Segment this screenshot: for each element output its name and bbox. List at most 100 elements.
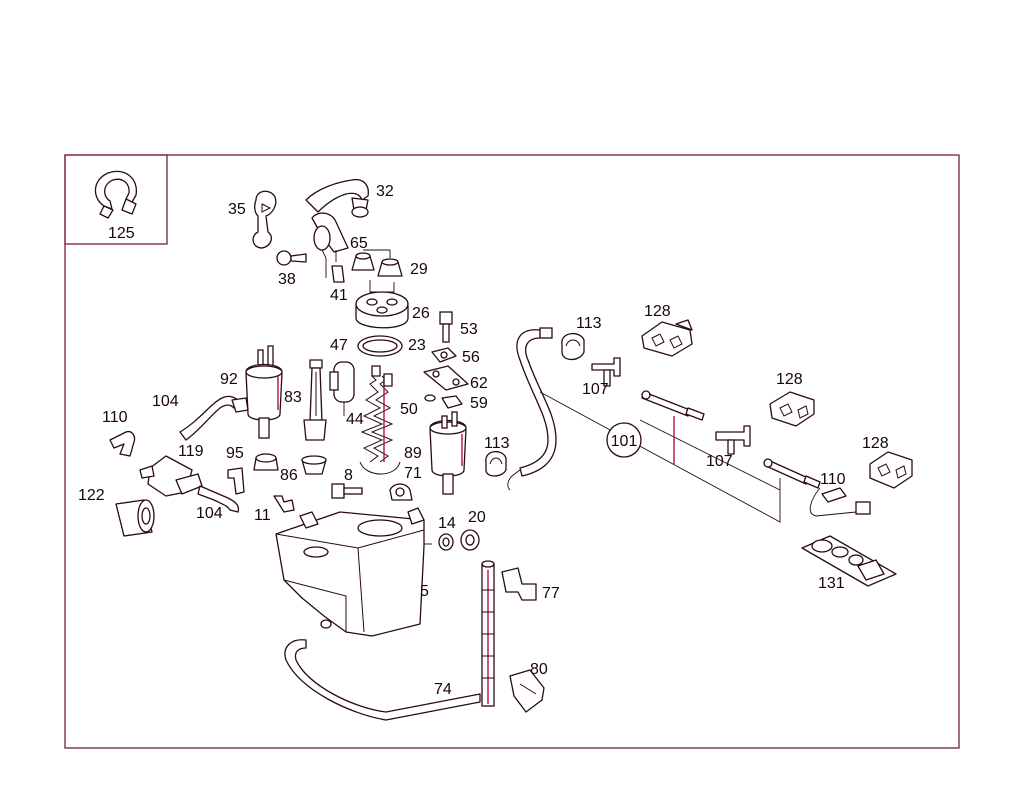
part-92-pump[interactable] bbox=[245, 345, 283, 439]
part-41-clip[interactable] bbox=[331, 265, 345, 283]
label-128-b: 128 bbox=[776, 371, 803, 388]
leader-101-b bbox=[639, 419, 781, 491]
callout-101[interactable]: 101 bbox=[606, 422, 642, 458]
part-65-grommet[interactable] bbox=[351, 249, 403, 277]
part-83-sensor[interactable] bbox=[303, 359, 327, 441]
inset-box bbox=[64, 154, 168, 245]
label-110-right: 110 bbox=[820, 471, 846, 488]
part-95-fitting[interactable] bbox=[227, 467, 245, 495]
label-92: 92 bbox=[220, 371, 238, 388]
label-29: 29 bbox=[410, 261, 428, 278]
part-125-clip[interactable] bbox=[94, 170, 137, 219]
part-nozzle-rod-upper[interactable] bbox=[641, 390, 705, 421]
label-104-lower: 104 bbox=[196, 505, 223, 522]
part-128-nozzle-a[interactable] bbox=[641, 319, 693, 357]
label-59: 59 bbox=[470, 395, 488, 412]
label-50: 50 bbox=[400, 401, 418, 418]
part-80-clip[interactable] bbox=[509, 669, 545, 713]
part-86-grommet[interactable] bbox=[253, 453, 279, 471]
part-71-clamp[interactable] bbox=[389, 483, 413, 501]
part-104-hose-lower[interactable] bbox=[197, 485, 240, 513]
leader-101-a bbox=[539, 391, 781, 523]
label-26: 26 bbox=[412, 305, 430, 322]
part-20-nut[interactable] bbox=[460, 529, 480, 551]
wire-harness bbox=[809, 487, 857, 517]
label-32: 32 bbox=[376, 183, 394, 200]
label-74: 74 bbox=[434, 681, 452, 698]
wire-connector[interactable] bbox=[855, 501, 871, 515]
label-113-left: 113 bbox=[484, 435, 510, 452]
part-47-sender[interactable] bbox=[329, 361, 355, 416]
diagram-frame bbox=[64, 154, 960, 749]
label-128-c: 128 bbox=[862, 435, 889, 452]
label-95: 95 bbox=[226, 445, 244, 462]
label-14: 14 bbox=[438, 515, 456, 532]
part-23-seal[interactable] bbox=[357, 335, 403, 357]
label-65: 65 bbox=[350, 235, 368, 252]
label-89: 89 bbox=[404, 445, 422, 462]
label-107-a: 107 bbox=[582, 381, 609, 398]
label-62: 62 bbox=[470, 375, 488, 392]
label-113-right: 113 bbox=[576, 315, 602, 332]
part-14-washer[interactable] bbox=[438, 533, 454, 551]
part-131-block[interactable] bbox=[801, 535, 897, 587]
part-89-pump[interactable] bbox=[429, 411, 467, 495]
label-47: 47 bbox=[330, 337, 348, 354]
part-53-bolt[interactable] bbox=[439, 311, 453, 343]
small-washer bbox=[424, 394, 436, 402]
part-35-bracket[interactable] bbox=[252, 190, 277, 249]
part-32-hose[interactable] bbox=[305, 178, 369, 218]
label-119: 119 bbox=[178, 443, 204, 460]
label-131: 131 bbox=[818, 575, 845, 592]
part-62-bracket[interactable] bbox=[423, 365, 469, 391]
part-8-bolt[interactable] bbox=[331, 483, 363, 499]
part-122-cylinder[interactable] bbox=[115, 499, 155, 537]
part-74-pipe[interactable] bbox=[284, 639, 481, 721]
part-86-grommet-2[interactable] bbox=[301, 455, 327, 475]
part-77-clip[interactable] bbox=[501, 567, 537, 601]
part-113-clamp-left[interactable] bbox=[485, 451, 507, 477]
part-110-elbow[interactable] bbox=[109, 430, 136, 457]
part-washer-hose[interactable] bbox=[507, 327, 557, 491]
part-59-nut[interactable] bbox=[441, 395, 463, 409]
label-77: 77 bbox=[542, 585, 560, 602]
part-11-fitting[interactable] bbox=[273, 495, 295, 513]
label-41: 41 bbox=[330, 287, 348, 304]
part-110-elbow-right[interactable] bbox=[821, 487, 847, 503]
label-83: 83 bbox=[284, 389, 302, 406]
label-125: 125 bbox=[108, 225, 135, 242]
part-107-connector-b[interactable] bbox=[715, 425, 751, 455]
label-35: 35 bbox=[228, 201, 246, 218]
label-53: 53 bbox=[460, 321, 478, 338]
label-5: 5 bbox=[420, 583, 429, 600]
part-38-screw[interactable] bbox=[276, 250, 307, 266]
label-128-a: 128 bbox=[644, 303, 671, 320]
label-56: 56 bbox=[462, 349, 480, 366]
label-44: 44 bbox=[346, 411, 364, 428]
part-level-rod[interactable] bbox=[481, 560, 495, 707]
label-110-left: 110 bbox=[102, 409, 128, 426]
label-8: 8 bbox=[344, 467, 353, 484]
part-128-nozzle-c[interactable] bbox=[869, 451, 913, 489]
part-128-nozzle-b[interactable] bbox=[769, 391, 815, 427]
part-filler-neck[interactable] bbox=[311, 212, 349, 278]
part-107-connector-a[interactable] bbox=[591, 357, 621, 387]
part-104-hose-upper[interactable] bbox=[179, 395, 249, 441]
label-104-upper: 104 bbox=[152, 393, 179, 410]
part-56-washer[interactable] bbox=[431, 347, 457, 363]
part-113-clamp-right[interactable] bbox=[561, 333, 585, 361]
label-23: 23 bbox=[408, 337, 426, 354]
label-80: 80 bbox=[530, 661, 548, 678]
label-86: 86 bbox=[280, 467, 298, 484]
part-5-reservoir[interactable] bbox=[275, 507, 432, 637]
label-71: 71 bbox=[404, 465, 422, 482]
part-26-cap[interactable] bbox=[355, 280, 409, 329]
part-50-spring[interactable] bbox=[359, 365, 401, 475]
label-107-b: 107 bbox=[706, 453, 733, 470]
part-nozzle-rod-lower[interactable] bbox=[763, 458, 821, 489]
part-119-valve[interactable] bbox=[139, 455, 203, 497]
label-38: 38 bbox=[278, 271, 296, 288]
callout-101-label: 101 bbox=[611, 433, 638, 450]
label-20: 20 bbox=[468, 509, 486, 526]
